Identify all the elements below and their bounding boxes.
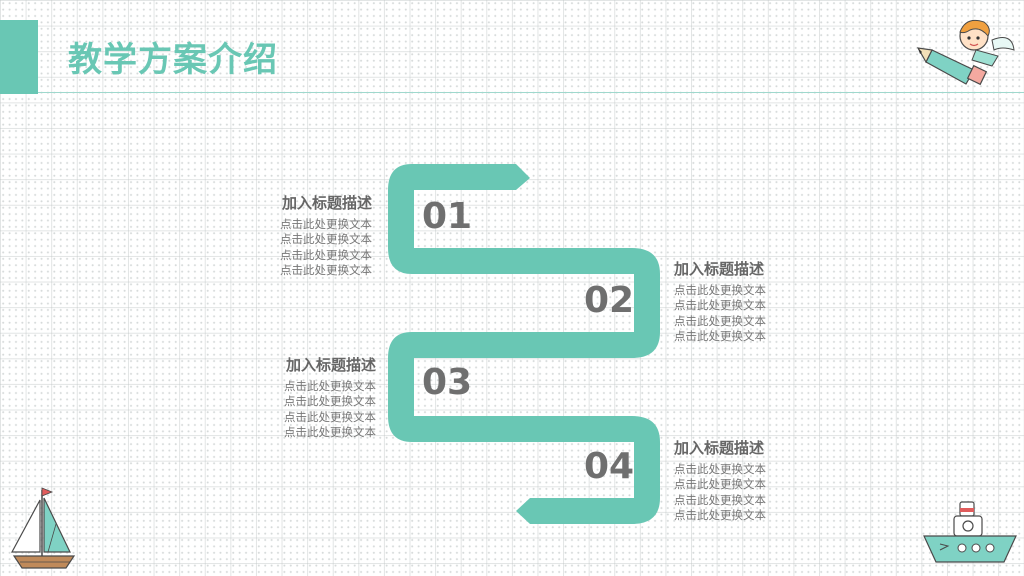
step-number-02: 02 [584,280,635,321]
step-line: 点击此处更换文本 [674,477,766,492]
step-line: 点击此处更换文本 [284,409,376,424]
step-line: 点击此处更换文本 [284,379,376,393]
steamboat-icon [923,501,1017,563]
step-heading: 加入标题描述 [281,194,372,212]
step-number-04: 04 [584,446,635,487]
step-heading: 加入标题描述 [674,439,765,457]
sailboat-icon [10,487,76,569]
step-text-02: 加入标题描述 点击此处更换文本 点击此处更换文本 点击此处更换文本 点击此处更换… [674,258,794,345]
step-line: 点击此处更换文本 [280,263,372,278]
girl-on-pencil-icon [916,19,1015,86]
step-number-01: 01 [422,196,473,237]
page-title: 教学方案介绍 [68,40,278,80]
step-line: 点击此处更换文本 [280,217,372,231]
step-line: 点击此处更换文本 [674,462,766,476]
step-line: 点击此处更换文本 [674,283,766,297]
step-line: 点击此处更换文本 [674,508,766,523]
step-line: 点击此处更换文本 [284,425,376,440]
step-heading: 加入标题描述 [674,260,765,278]
step-line: 点击此处更换文本 [674,313,766,328]
step-line: 点击此处更换文本 [284,394,376,409]
title-divider [38,92,1024,93]
step-line: 点击此处更换文本 [280,232,372,247]
title-accent-bar [0,20,38,94]
step-heading: 加入标题描述 [285,356,376,374]
step-line: 点击此处更换文本 [280,247,372,262]
step-text-01: 加入标题描述 点击此处更换文本 点击此处更换文本 点击此处更换文本 点击此处更换… [252,192,372,279]
step-number-03: 03 [422,362,473,403]
step-text-04: 加入标题描述 点击此处更换文本 点击此处更换文本 点击此处更换文本 点击此处更换… [674,437,794,524]
step-text-03: 加入标题描述 点击此处更换文本 点击此处更换文本 点击此处更换文本 点击此处更换… [256,354,376,441]
step-line: 点击此处更换文本 [674,492,766,507]
step-line: 点击此处更换文本 [674,298,766,313]
step-line: 点击此处更换文本 [674,329,766,344]
